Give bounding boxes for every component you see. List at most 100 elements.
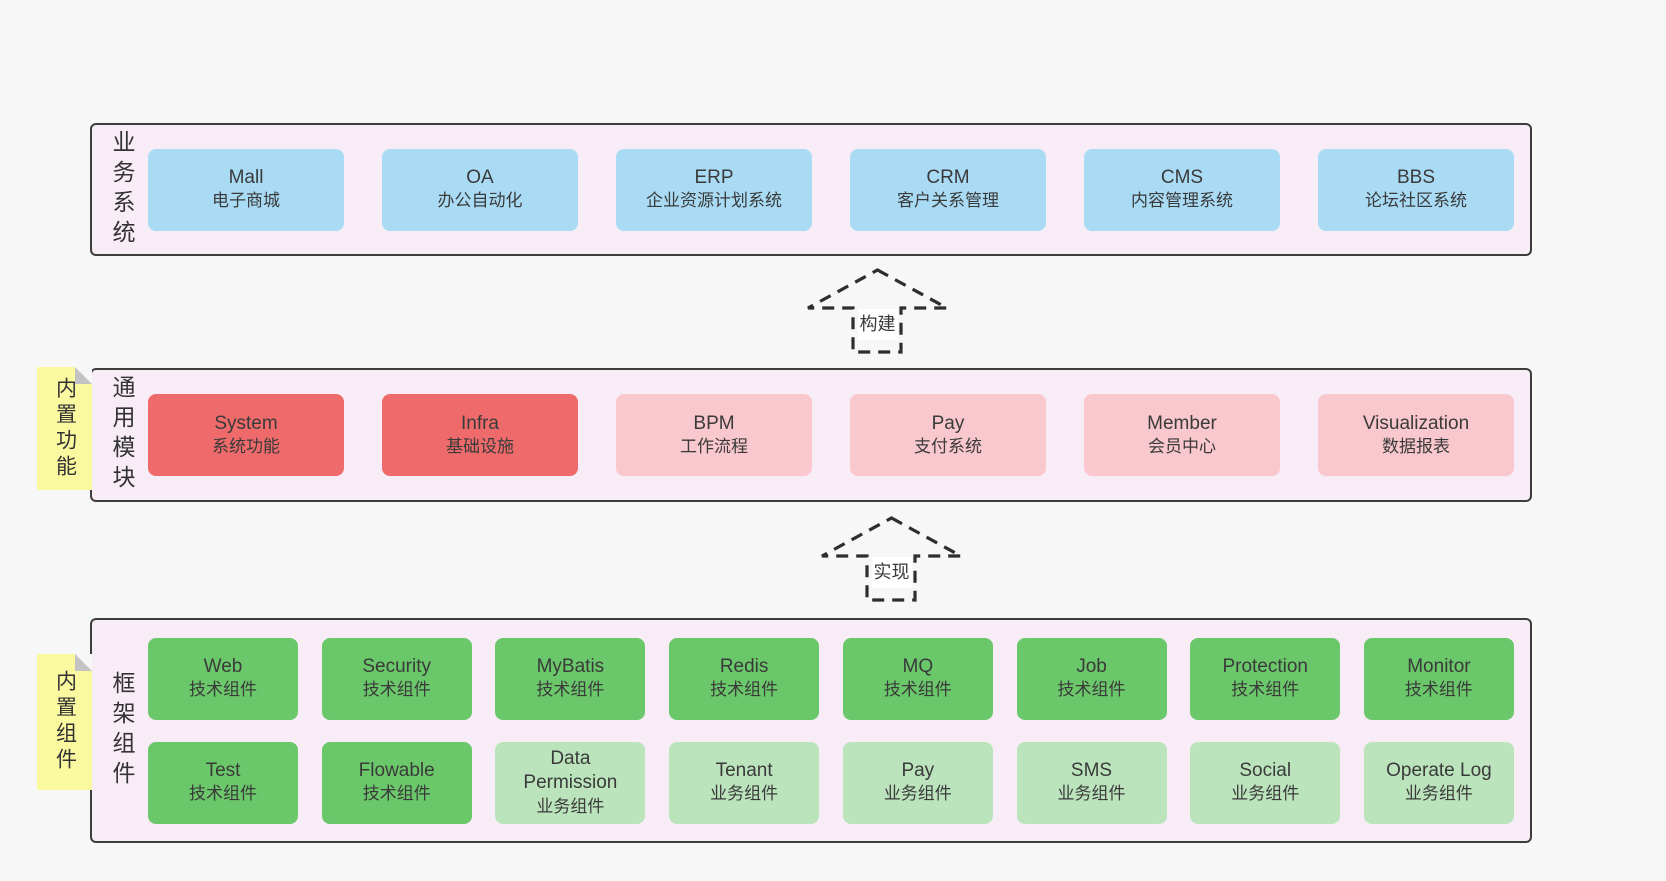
box-bbs-title: BBS xyxy=(1396,167,1436,189)
box-tenant: Tenant 业务组件 xyxy=(669,741,820,824)
box-system: System 系统功能 xyxy=(148,394,344,476)
box-cms-title: CMS xyxy=(1160,167,1204,189)
arrow-build-label: 构建 xyxy=(857,309,898,341)
box-mybatis-title: MyBatis xyxy=(536,656,605,678)
sticky-note-builtin-components-text: 内置组件 xyxy=(53,670,77,774)
box-operate-log-subtitle: 业务组件 xyxy=(1404,784,1473,804)
box-infra-title: Infra xyxy=(460,412,500,434)
box-data-permission: Data Permission 业务组件 xyxy=(495,741,646,824)
box-web: Web 技术组件 xyxy=(148,637,298,720)
box-erp: ERP 企业资源计划系统 xyxy=(616,148,812,231)
box-redis: Redis 技术组件 xyxy=(669,637,820,720)
sticky-note-builtin-components: 内置组件 xyxy=(37,654,92,790)
box-system-subtitle: 系统功能 xyxy=(212,436,280,456)
box-erp-subtitle: 企业资源计划系统 xyxy=(646,191,782,211)
box-mall-subtitle: 电子商城 xyxy=(212,191,280,211)
box-data-permission-subtitle: 业务组件 xyxy=(536,796,605,816)
box-oa: OA 办公自动化 xyxy=(382,148,578,231)
box-protection-subtitle: 技术组件 xyxy=(1231,680,1300,700)
box-social-title: Social xyxy=(1239,760,1292,782)
box-system-title: System xyxy=(214,412,278,434)
layer-business-systems: 业务系统 Mall 电子商城 OA 办公自动化 ERP 企业资源计划系统 CRM… xyxy=(90,123,1532,256)
box-flowable-title: Flowable xyxy=(358,760,435,782)
box-oa-subtitle: 办公自动化 xyxy=(437,191,523,211)
box-erp-title: ERP xyxy=(694,167,734,189)
box-protection-title: Protection xyxy=(1222,656,1308,678)
box-flowable: Flowable 技术组件 xyxy=(321,741,472,824)
box-pay-title: Pay xyxy=(931,412,965,434)
box-job-title: Job xyxy=(1076,656,1107,678)
box-security: Security 技术组件 xyxy=(321,637,472,720)
box-security-title: Security xyxy=(362,656,432,678)
arrow-build: 构建 xyxy=(800,267,955,355)
common-modules-box-row: System 系统功能 Infra 基础设施 BPM 工作流程 Pay 支付系统… xyxy=(148,370,1514,500)
box-monitor: Monitor 技术组件 xyxy=(1363,637,1514,720)
box-cms: CMS 内容管理系统 xyxy=(1084,148,1280,231)
box-test-title: Test xyxy=(205,760,241,782)
box-flowable-subtitle: 技术组件 xyxy=(362,784,431,804)
box-mall: Mall 电子商城 xyxy=(148,148,344,231)
box-member-title: Member xyxy=(1147,412,1217,434)
layer-business-systems-label: 业务系统 xyxy=(109,129,135,250)
framework-components-row-2: Test 技术组件 Flowable 技术组件 Data Permission … xyxy=(148,741,1514,824)
box-mybatis-subtitle: 技术组件 xyxy=(536,680,605,700)
box-pay-business-title: Pay xyxy=(901,760,935,782)
box-sms-subtitle: 业务组件 xyxy=(1057,784,1126,804)
box-bpm-subtitle: 工作流程 xyxy=(680,436,748,456)
box-bpm: BPM 工作流程 xyxy=(616,394,812,476)
box-mq-title: MQ xyxy=(902,656,934,678)
box-sms-title: SMS xyxy=(1070,760,1113,782)
box-visualization-subtitle: 数据报表 xyxy=(1382,436,1450,456)
box-pay: Pay 支付系统 xyxy=(850,394,1046,476)
framework-components-grid: Web 技术组件 Security 技术组件 MyBatis 技术组件 Redi… xyxy=(148,620,1514,841)
business-systems-box-row: Mall 电子商城 OA 办公自动化 ERP 企业资源计划系统 CRM 客户关系… xyxy=(148,125,1514,254)
box-redis-subtitle: 技术组件 xyxy=(710,680,779,700)
box-job: Job 技术组件 xyxy=(1016,637,1167,720)
box-protection: Protection 技术组件 xyxy=(1190,637,1341,720)
dashed-up-arrow-icon xyxy=(821,516,962,602)
box-bbs: BBS 论坛社区系统 xyxy=(1318,148,1514,231)
box-test: Test 技术组件 xyxy=(148,741,298,824)
box-bbs-subtitle: 论坛社区系统 xyxy=(1365,191,1467,211)
layer-framework-components-label: 框架组件 xyxy=(109,670,135,791)
box-web-title: Web xyxy=(203,656,243,678)
box-operate-log: Operate Log 业务组件 xyxy=(1363,741,1514,824)
layer-common-modules-label: 通用模块 xyxy=(109,375,135,495)
box-test-subtitle: 技术组件 xyxy=(189,784,257,804)
box-pay-business-subtitle: 业务组件 xyxy=(883,784,952,804)
box-crm-title: CRM xyxy=(926,167,970,189)
sticky-note-builtin-features-text: 内置功能 xyxy=(53,376,77,481)
box-web-subtitle: 技术组件 xyxy=(189,680,257,700)
dashed-up-arrow-icon xyxy=(807,268,948,354)
box-visualization: Visualization 数据报表 xyxy=(1318,394,1514,476)
box-sms: SMS 业务组件 xyxy=(1016,741,1167,824)
box-cms-subtitle: 内容管理系统 xyxy=(1131,191,1233,211)
arrow-implement-label: 实现 xyxy=(871,557,912,589)
box-redis-title: Redis xyxy=(719,656,769,678)
box-mybatis: MyBatis 技术组件 xyxy=(495,637,646,720)
box-bpm-title: BPM xyxy=(693,412,735,434)
arrow-implement: 实现 xyxy=(814,515,969,603)
box-infra: Infra 基础设施 xyxy=(382,394,578,476)
box-monitor-title: Monitor xyxy=(1407,656,1471,678)
box-data-permission-title: Data Permission xyxy=(523,747,618,794)
sticky-note-builtin-features: 内置功能 xyxy=(37,367,92,490)
box-social-subtitle: 业务组件 xyxy=(1231,784,1300,804)
layer-common-modules: 通用模块 System 系统功能 Infra 基础设施 BPM 工作流程 Pay… xyxy=(90,368,1532,502)
layer-framework-components: 框架组件 Web 技术组件 Security 技术组件 MyBatis 技术组件… xyxy=(90,618,1532,843)
box-member-subtitle: 会员中心 xyxy=(1148,436,1216,456)
box-crm-subtitle: 客户关系管理 xyxy=(897,191,999,211)
box-tenant-title: Tenant xyxy=(715,760,773,782)
box-visualization-title: Visualization xyxy=(1362,412,1470,434)
box-tenant-subtitle: 业务组件 xyxy=(710,784,779,804)
box-mall-title: Mall xyxy=(228,167,264,189)
box-pay-subtitle: 支付系统 xyxy=(914,436,982,456)
framework-components-row-1: Web 技术组件 Security 技术组件 MyBatis 技术组件 Redi… xyxy=(148,637,1514,720)
box-security-subtitle: 技术组件 xyxy=(362,680,431,700)
box-member: Member 会员中心 xyxy=(1084,394,1280,476)
box-mq: MQ 技术组件 xyxy=(842,637,993,720)
box-monitor-subtitle: 技术组件 xyxy=(1404,680,1473,700)
box-crm: CRM 客户关系管理 xyxy=(850,148,1046,231)
box-pay-business: Pay 业务组件 xyxy=(842,741,993,824)
